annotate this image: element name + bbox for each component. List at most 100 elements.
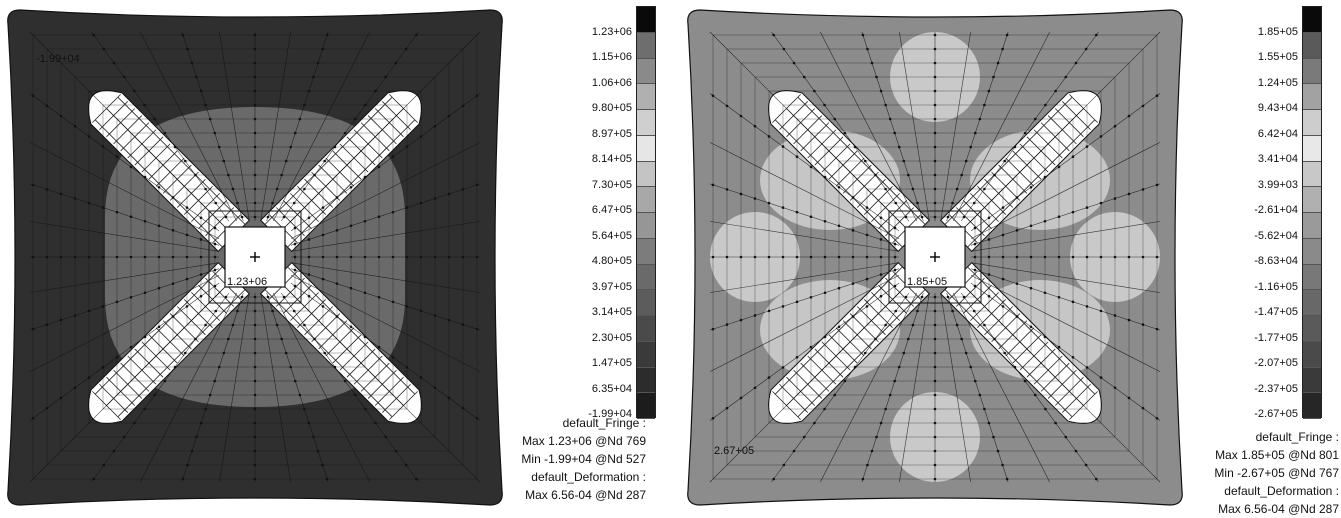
mesh-node (213, 131, 217, 135)
mesh-node (129, 165, 133, 169)
mesh-node (31, 183, 35, 187)
scale-swatch (1303, 213, 1321, 239)
mesh-node (1043, 255, 1047, 259)
mesh-node (349, 325, 353, 329)
mesh-node (163, 379, 167, 383)
mesh-node (253, 159, 257, 163)
mesh-node (897, 145, 901, 149)
scale-swatch (1303, 7, 1321, 33)
scale-swatch (1303, 161, 1321, 188)
mesh-node (377, 255, 381, 259)
mesh-node (823, 175, 827, 179)
mesh-node (711, 416, 715, 420)
mesh-node (312, 75, 315, 79)
mesh-ray (709, 275, 900, 372)
mesh-node (303, 187, 306, 191)
mesh-node (1141, 255, 1145, 259)
scale-swatch (637, 58, 655, 85)
mesh-node (405, 255, 409, 259)
mesh-node (1033, 117, 1037, 121)
mesh-node (933, 145, 937, 149)
mesh-node (363, 255, 367, 259)
scale-label: 1.55+05 (1257, 51, 1298, 64)
mesh-node (1029, 185, 1033, 189)
mesh-node (767, 376, 771, 379)
scale-label: 8.14+05 (591, 153, 632, 166)
mesh-node (253, 187, 257, 191)
mesh-node (933, 131, 937, 135)
mesh-node (231, 187, 235, 191)
mesh-node (973, 131, 977, 135)
mesh-node (271, 309, 274, 313)
mesh-node (194, 173, 197, 177)
mesh-ray (290, 31, 481, 222)
mesh-node (133, 421, 136, 425)
mesh-node (275, 187, 279, 191)
mesh-node (809, 295, 813, 299)
mesh-node (292, 309, 296, 313)
mesh-node (253, 117, 257, 121)
mesh-node (874, 173, 877, 177)
mesh-node (208, 117, 212, 121)
scale-swatch (637, 135, 655, 162)
mesh-node (987, 294, 991, 298)
mesh-node (405, 206, 409, 209)
mesh-node (802, 75, 806, 79)
mesh-node (861, 477, 865, 481)
mesh-node (349, 185, 353, 189)
mesh-node (853, 365, 857, 369)
mesh-node (1155, 94, 1159, 98)
mesh-node (185, 255, 189, 259)
scale-swatch (637, 161, 655, 188)
mesh-node (1001, 255, 1005, 259)
mesh-node (865, 277, 869, 281)
mesh-node (59, 396, 63, 400)
scale-swatch (637, 341, 655, 368)
mesh-node (181, 477, 185, 481)
mesh-node (911, 187, 915, 191)
scale-swatch (1303, 110, 1321, 136)
mesh-node (143, 103, 146, 107)
mesh-node (87, 201, 91, 205)
mesh-node (222, 351, 226, 355)
mesh-node (1071, 300, 1075, 304)
mesh-node (213, 242, 217, 246)
mesh-node (73, 255, 77, 259)
mesh-node (1084, 463, 1088, 467)
mesh-node (973, 284, 977, 288)
mesh-node (213, 379, 217, 383)
mesh-node (933, 365, 937, 369)
scale-swatch (637, 367, 655, 394)
mesh-node (972, 201, 976, 205)
mesh-node (185, 233, 189, 237)
mesh-node (335, 255, 339, 259)
mesh-node (933, 117, 937, 121)
mesh-node (837, 185, 841, 189)
mesh-ray (140, 292, 237, 483)
mesh-node (321, 255, 325, 259)
mesh-node (115, 255, 119, 259)
mesh-node (433, 386, 437, 390)
mesh-node (1043, 219, 1047, 223)
mesh-node (853, 145, 857, 149)
scale-label: 1.47+05 (591, 357, 632, 370)
scale-swatch (637, 238, 655, 265)
mesh-node (851, 255, 855, 259)
mesh-node (711, 327, 715, 331)
mesh-node (781, 206, 785, 209)
scale-label: 7.30+05 (591, 178, 632, 191)
deformation-title: default_Deformation : (1224, 484, 1339, 498)
mesh-node (364, 407, 367, 411)
mesh-node (1127, 318, 1131, 322)
mesh-node (143, 255, 147, 259)
mesh-node (960, 337, 963, 341)
mesh-node (313, 173, 316, 177)
mesh-node (394, 449, 398, 453)
mesh-node (973, 379, 977, 383)
mesh-node (753, 314, 757, 317)
mesh-node (879, 238, 883, 241)
mesh-node (253, 407, 257, 411)
mesh-ray (273, 292, 370, 483)
mesh-node (1113, 124, 1117, 128)
mesh-node (475, 327, 479, 331)
